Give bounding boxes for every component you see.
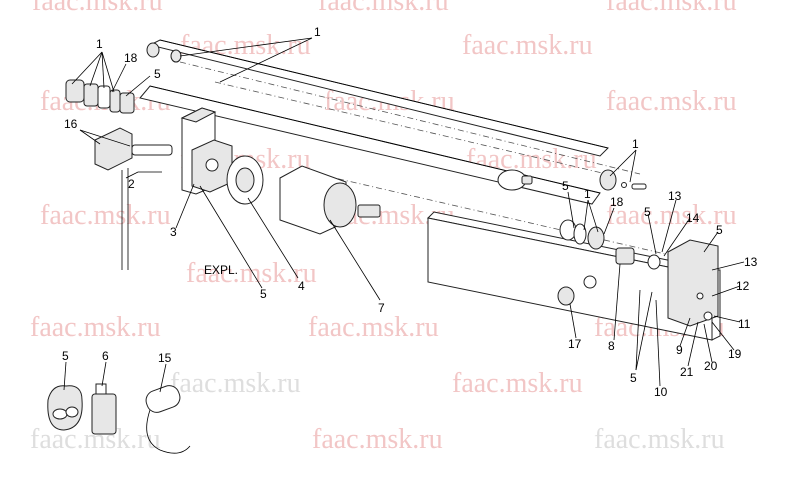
callout-13-top: 13: [668, 189, 682, 203]
callout-5-right-mid: 5: [644, 205, 651, 219]
callout-3: 3: [170, 225, 177, 239]
expl-label: EXPL.: [204, 263, 238, 277]
capacitor: [145, 385, 191, 454]
callout-5-right-top: 5: [562, 179, 569, 193]
callout-1-left: 1: [96, 37, 103, 51]
callout-5-bottom: 5: [630, 371, 637, 385]
watermark-23: faac.msk.ru: [594, 424, 725, 455]
callout-19: 19: [728, 347, 742, 361]
callout-15: 15: [158, 351, 172, 365]
right-end-cap: [599, 169, 647, 191]
watermark-2: faac.msk.ru: [318, 0, 449, 17]
callout-17: 17: [568, 337, 582, 351]
watermark-20: faac.msk.ru: [452, 368, 583, 399]
center-line-1: [179, 61, 641, 175]
callout-1-mid: 1: [584, 187, 591, 201]
callout-21: 21: [680, 365, 694, 379]
center-line-2: [299, 169, 701, 263]
watermark-3: faac.msk.ru: [606, 0, 737, 17]
right-seal-assembly: [559, 219, 661, 270]
piston-rod-top: [146, 39, 609, 157]
solenoid-coil: [94, 127, 173, 270]
watermark-13: faac.msk.ru: [606, 200, 737, 231]
callout-20: 20: [704, 359, 718, 373]
electric-motor: [279, 165, 381, 235]
callout-5-seal-kit: 5: [62, 349, 69, 363]
watermark-5: faac.msk.ru: [462, 30, 593, 61]
watermark-1: faac.msk.ru: [32, 0, 163, 17]
watermark-16: faac.msk.ru: [30, 312, 161, 343]
callout-14: 14: [686, 211, 700, 225]
callout-labels: 1 18 5 1 16 2 3 EXPL. 5 4 7 1 5 1 18 5 1…: [62, 25, 758, 399]
valve-screw: [557, 275, 597, 306]
callout-18-right: 18: [610, 195, 624, 209]
cylinder-tube: [139, 81, 616, 205]
callout-4: 4: [298, 279, 305, 293]
callout-13-right: 13: [744, 255, 758, 269]
callout-1-top: 1: [314, 25, 321, 39]
callout-5-right-end: 5: [716, 223, 723, 237]
callout-5-left-bottom: 5: [260, 287, 267, 301]
leader-lines: [63, 37, 745, 393]
callout-7: 7: [378, 301, 385, 315]
callout-2: 2: [128, 177, 135, 191]
watermark-8: faac.msk.ru: [606, 86, 737, 117]
callout-6: 6: [102, 349, 109, 363]
oil-bottle: [91, 383, 117, 435]
callout-5-left-top: 5: [154, 67, 161, 81]
watermark-17: faac.msk.ru: [308, 312, 439, 343]
callout-9: 9: [676, 343, 683, 357]
callout-18-left: 18: [124, 51, 138, 65]
watermark-19: faac.msk.ru: [170, 368, 301, 399]
pump-body: [191, 139, 233, 193]
hose-clamp: [497, 169, 533, 191]
watermark-22: faac.msk.ru: [312, 424, 443, 455]
callout-1-right: 1: [632, 137, 639, 151]
left-seal-assembly: [65, 79, 135, 114]
rotor-disc: [226, 155, 264, 205]
callout-8: 8: [608, 339, 615, 353]
callout-12: 12: [736, 279, 750, 293]
right-end-block: [667, 239, 719, 327]
callout-11: 11: [738, 317, 751, 331]
watermark-11: faac.msk.ru: [40, 200, 171, 231]
callout-10: 10: [654, 385, 668, 399]
callout-16: 16: [64, 117, 78, 131]
seal-kit-bag: [47, 385, 83, 431]
